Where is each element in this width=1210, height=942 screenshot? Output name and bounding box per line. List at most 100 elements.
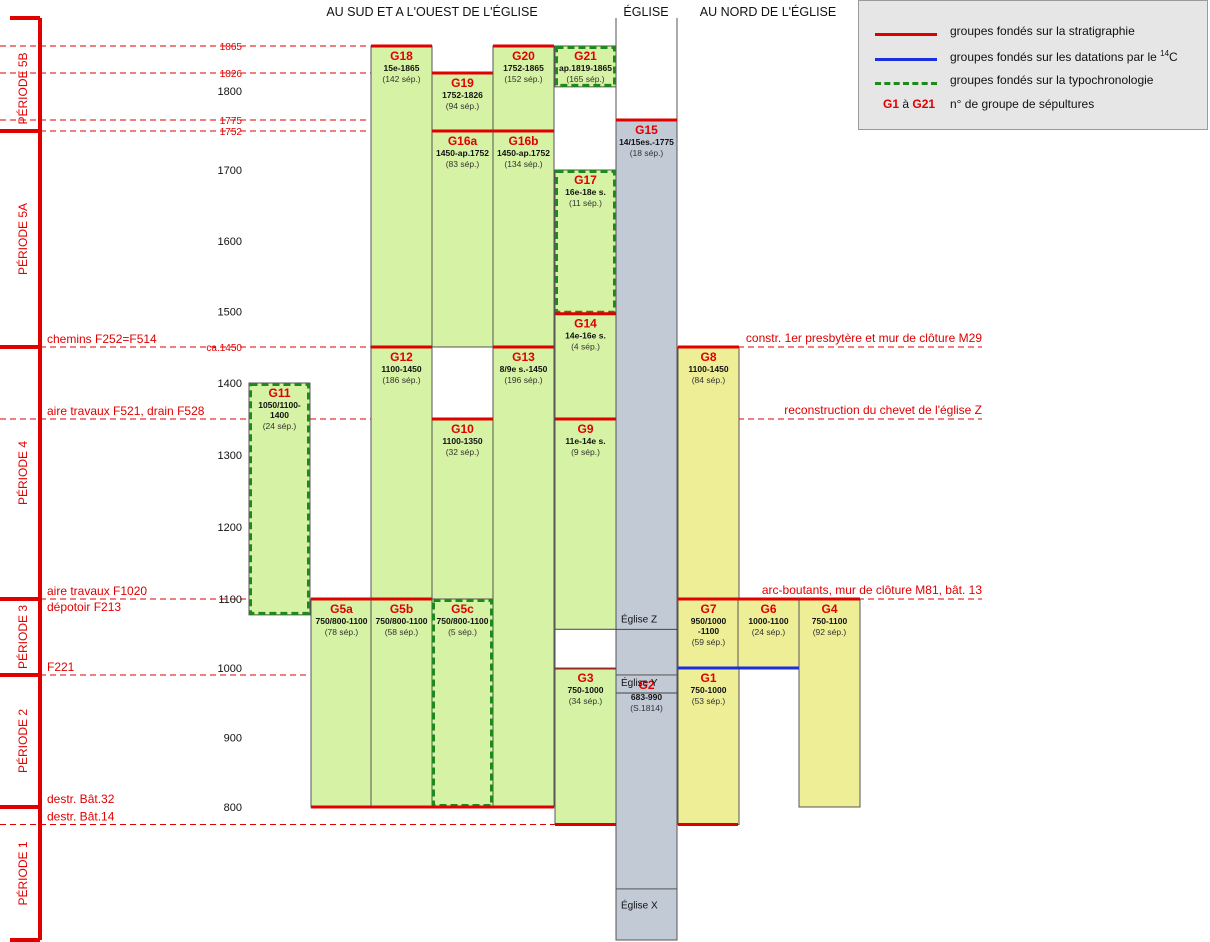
group-dates: 1450-ap.1752 — [497, 148, 550, 158]
header-church: ÉGLISE — [623, 4, 668, 19]
group-dates: 14e-16e s. — [565, 331, 606, 341]
event-label-right: arc-boutants, mur de clôture M81, bât. 1… — [762, 583, 982, 597]
group-id: G8 — [700, 350, 716, 364]
legend-blue-line — [875, 58, 937, 61]
group-count: (32 sép.) — [446, 447, 480, 457]
group-count: (24 sép.) — [752, 627, 786, 637]
legend-item-stratigraphy: groupes fondés sur la stratigraphie — [875, 24, 1205, 44]
group-count: (78 sép.) — [325, 627, 359, 637]
year-tick-label: 1865 — [220, 42, 243, 53]
event-label-right: constr. 1er presbytère et mur de clôture… — [746, 331, 982, 345]
legend-text: groupes fondés sur la typochronologie — [950, 73, 1154, 87]
group-count: (94 sép.) — [446, 101, 480, 111]
legend-text: n° de groupe de sépultures — [950, 97, 1095, 111]
group-id: G9 — [577, 422, 593, 436]
group-box — [554, 418, 617, 630]
legend-text: groupes fondés sur les datations par le … — [950, 49, 1178, 64]
year-tick-label: 1500 — [218, 307, 242, 319]
group-id: G1 — [700, 671, 716, 685]
event-label-left: destr. Bât.14 — [47, 810, 115, 824]
group-dates: 1100-1450 — [688, 364, 728, 374]
group-dates: 1400 — [270, 410, 289, 420]
group-count: (24 sép.) — [263, 421, 297, 431]
year-tick-label: 1000 — [218, 663, 242, 675]
legend-text: groupes fondés sur la stratigraphie — [950, 24, 1135, 38]
group-id: G3 — [577, 671, 593, 685]
event-label-left: F221 — [47, 660, 75, 674]
year-tick-label: 1100 — [218, 594, 242, 606]
event-label-left: dépotoir F213 — [47, 600, 121, 614]
group-id: G11 — [268, 386, 290, 400]
group-dates: ap.1819-1865 — [559, 63, 612, 73]
group-count: (142 sép.) — [382, 74, 420, 84]
group-count: (9 sép.) — [571, 447, 600, 457]
group-dates: 750-1000 — [568, 685, 604, 695]
church-label: Église Y — [621, 676, 658, 689]
legend-item-group-code: G1 à G21 n° de groupe de sépultures — [875, 97, 1205, 117]
legend-item-typochronology: groupes fondés sur la typochronologie — [875, 73, 1205, 93]
period-label: PÉRIODE 1 — [15, 841, 30, 905]
group-count: (4 sép.) — [571, 342, 600, 352]
group-count: (92 sép.) — [813, 627, 847, 637]
group-box — [554, 667, 617, 825]
group-box — [492, 45, 555, 132]
year-tick-label: 1300 — [218, 450, 242, 462]
period-label: PÉRIODE 3 — [15, 605, 30, 669]
group-id: G7 — [700, 602, 716, 616]
year-tick-label: 1752 — [220, 127, 243, 138]
group-id: G5a — [330, 602, 353, 616]
event-label-left: destr. Bât.32 — [47, 792, 115, 806]
group-id: G5b — [390, 602, 413, 616]
event-label-right: reconstruction du chevet de l'église Z — [784, 403, 982, 417]
group-box-dashed-border — [555, 170, 616, 314]
header-south-west: AU SUD ET A L'OUEST DE L'ÉGLISE — [326, 4, 537, 19]
group-dates: 750-1100 — [812, 616, 848, 626]
legend-green-dashed-line — [875, 82, 937, 85]
group-box — [737, 598, 800, 669]
group-count: (58 sép.) — [385, 627, 419, 637]
group-dates: 950/1000 — [691, 616, 727, 626]
period-label: PÉRIODE 5A — [15, 203, 30, 275]
group-dates: 750/800-1100 — [376, 616, 428, 626]
group-count: (165 sép.) — [566, 74, 604, 84]
group-id: G19 — [451, 76, 474, 90]
group-count: (18 sép.) — [630, 148, 664, 158]
group-dates: 1100-1450 — [381, 364, 421, 374]
group-count: (134 sép.) — [504, 159, 542, 169]
year-tick-label: ca.1450 — [206, 343, 242, 354]
group-count: (152 sép.) — [504, 74, 542, 84]
group-dates: 1050/1100- — [258, 400, 301, 410]
group-box — [310, 598, 373, 808]
group-id: G20 — [512, 49, 535, 63]
event-label-left: aire travaux F521, drain F528 — [47, 404, 205, 418]
group-box — [615, 674, 678, 890]
group-id: G4 — [821, 602, 837, 616]
church-label: Église Z — [621, 612, 657, 625]
group-box — [554, 45, 617, 88]
group-box — [370, 598, 433, 808]
group-dates: 1450-ap.1752 — [436, 148, 489, 158]
group-id: G14 — [574, 317, 597, 331]
year-tick-label: 1200 — [218, 522, 242, 534]
group-id: G18 — [390, 49, 413, 63]
white-gap — [554, 628, 617, 669]
group-dates: 1100-1350 — [442, 436, 482, 446]
group-dates: 750/800-1100 — [316, 616, 368, 626]
group-dates: 16e-18e s. — [565, 187, 606, 197]
group-id: G13 — [512, 350, 535, 364]
header-north: AU NORD DE L'ÉGLISE — [700, 4, 836, 19]
group-id: G12 — [390, 350, 413, 364]
legend-item-c14: groupes fondés sur les datations par le … — [875, 49, 1205, 69]
group-box — [492, 130, 555, 348]
period-label: PÉRIODE 5B — [15, 52, 30, 124]
year-tick-label: 1700 — [218, 165, 242, 177]
group-id: G21 — [574, 49, 597, 63]
group-id: G10 — [451, 422, 474, 436]
year-tick-label: 1400 — [218, 378, 242, 390]
group-count: (5 sép.) — [448, 627, 477, 637]
group-count: (S.1814) — [630, 703, 663, 713]
group-box — [370, 346, 433, 600]
year-tick-label: 1800 — [218, 86, 242, 98]
group-dates: 8/9e s.-1450 — [500, 364, 548, 374]
group-dates: 14/15es.-1775 — [619, 137, 674, 147]
